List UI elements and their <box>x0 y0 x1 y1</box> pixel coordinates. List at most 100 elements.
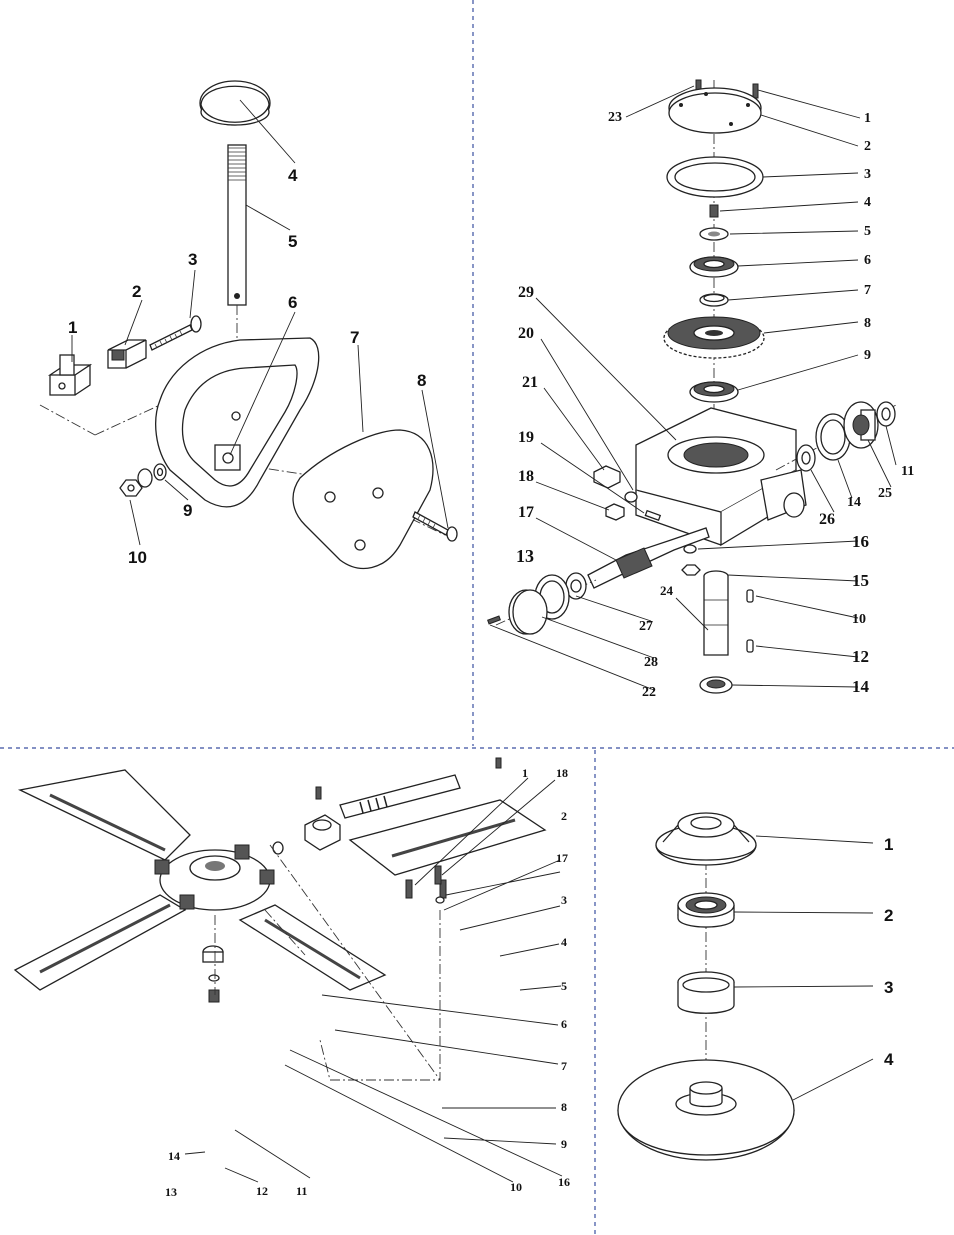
clip-part-2 <box>107 339 147 369</box>
label-7: 7 <box>350 328 359 347</box>
plate-part-7 <box>292 429 434 569</box>
gasket-part-14-right <box>815 413 851 461</box>
label-13: 13 <box>516 546 534 566</box>
label-19: 19 <box>518 429 534 446</box>
label-14: 14 <box>168 1149 180 1163</box>
label-1: 1 <box>884 835 893 854</box>
blade-detached-part-5 <box>348 799 547 876</box>
pinion-shaft-part-17 <box>587 527 710 589</box>
label-5: 5 <box>561 979 567 993</box>
label-1: 1 <box>68 318 77 337</box>
panel-rotor-assembly: 1 18 2 17 3 4 5 6 7 8 9 16 10 11 12 13 1… <box>13 757 570 1199</box>
sleeve-part-3 <box>677 971 735 1014</box>
label-4: 4 <box>884 1050 894 1069</box>
blade-upper-left <box>17 769 191 861</box>
key-part-12 <box>746 639 754 653</box>
ring-part-16 <box>272 841 284 855</box>
label-8: 8 <box>561 1100 567 1114</box>
label-1: 1 <box>522 766 528 780</box>
label-17: 17 <box>518 504 534 521</box>
label-11: 11 <box>296 1184 307 1198</box>
label-5: 5 <box>288 232 297 251</box>
gasket-part-3 <box>666 156 764 198</box>
label-6: 6 <box>288 293 297 312</box>
washer-part-9 <box>435 896 445 904</box>
screw-part-22 <box>487 615 501 625</box>
bolt-part-8 <box>412 511 458 542</box>
gear-part-8 <box>663 316 765 359</box>
label-16: 16 <box>852 532 869 551</box>
label-14: 14 <box>852 677 870 696</box>
label-18: 18 <box>518 468 534 485</box>
label-16: 16 <box>558 1175 570 1189</box>
arm-part-7 <box>304 814 341 851</box>
label-13: 13 <box>165 1185 177 1199</box>
shaft-part-5 <box>227 144 247 306</box>
label-11: 11 <box>901 464 914 479</box>
label-4: 4 <box>864 195 871 210</box>
label-14-right: 14 <box>847 495 861 510</box>
label-5: 5 <box>864 224 871 239</box>
label-3: 3 <box>864 167 871 182</box>
label-10: 10 <box>128 548 147 567</box>
label-28: 28 <box>644 655 658 670</box>
label-15: 15 <box>852 571 869 590</box>
label-4: 4 <box>288 166 298 185</box>
pin-part-4 <box>495 757 502 769</box>
label-3: 3 <box>884 978 893 997</box>
washer-part-20 <box>624 491 638 503</box>
label-6: 6 <box>864 253 871 268</box>
screw-part-13 <box>208 989 220 1003</box>
shaft-part-3 <box>339 774 461 819</box>
label-2: 2 <box>884 906 893 925</box>
washer-part-5 <box>699 227 729 241</box>
cap-part-1 <box>655 812 757 866</box>
disc-part-4 <box>617 1059 795 1161</box>
label-9: 9 <box>864 348 871 363</box>
washer-part-9 <box>137 463 167 488</box>
label-21: 21 <box>522 374 538 391</box>
label-3: 3 <box>188 250 197 269</box>
screw-part-8 <box>434 865 442 885</box>
knob-part-4 <box>199 80 271 126</box>
label-12: 12 <box>256 1184 268 1198</box>
label-7: 7 <box>864 283 871 298</box>
panel-disc-assembly: 1 2 3 4 <box>617 812 894 1161</box>
label-6: 6 <box>561 1017 567 1031</box>
label-10: 10 <box>852 612 866 627</box>
rotor-hub <box>154 844 275 911</box>
label-9: 9 <box>561 1137 567 1151</box>
label-27: 27 <box>639 619 653 634</box>
screw-part-6 <box>315 786 322 800</box>
label-22: 22 <box>642 685 656 700</box>
bolt-part-4 <box>709 204 719 218</box>
label-8: 8 <box>864 316 871 331</box>
bearing-part-11 <box>876 401 896 427</box>
label-29: 29 <box>518 284 534 301</box>
blade-lower-left <box>13 894 187 991</box>
panel-gearbox-assembly: 23 1 2 3 4 5 6 7 8 9 29 20 21 19 18 17 1… <box>487 79 914 700</box>
label-8: 8 <box>417 371 426 390</box>
seal-part-14-bottom <box>699 676 733 694</box>
bushing-part-14 <box>202 945 224 963</box>
nut-part-10 <box>119 479 143 497</box>
bearing-part-6 <box>689 256 739 278</box>
panel-handle-assembly: 1 2 3 4 5 6 7 8 9 10 <box>39 80 458 569</box>
label-18: 18 <box>556 766 568 780</box>
label-24: 24 <box>660 583 674 598</box>
label-2: 2 <box>864 139 871 154</box>
nut-part-16 <box>681 564 701 576</box>
output-shaft-part-24 <box>703 570 729 656</box>
washer-part-16 <box>683 544 697 554</box>
screw-part-1 <box>752 83 759 99</box>
bearing-part-26 <box>796 444 816 472</box>
bearing-part-9 <box>689 381 739 403</box>
bracket-part-1 <box>47 354 93 396</box>
ring-part-7 <box>699 293 729 307</box>
gearbox-housing-part-29 <box>635 407 807 547</box>
cover-part-28 <box>508 589 548 635</box>
label-9: 9 <box>183 501 192 520</box>
label-17: 17 <box>556 851 568 865</box>
